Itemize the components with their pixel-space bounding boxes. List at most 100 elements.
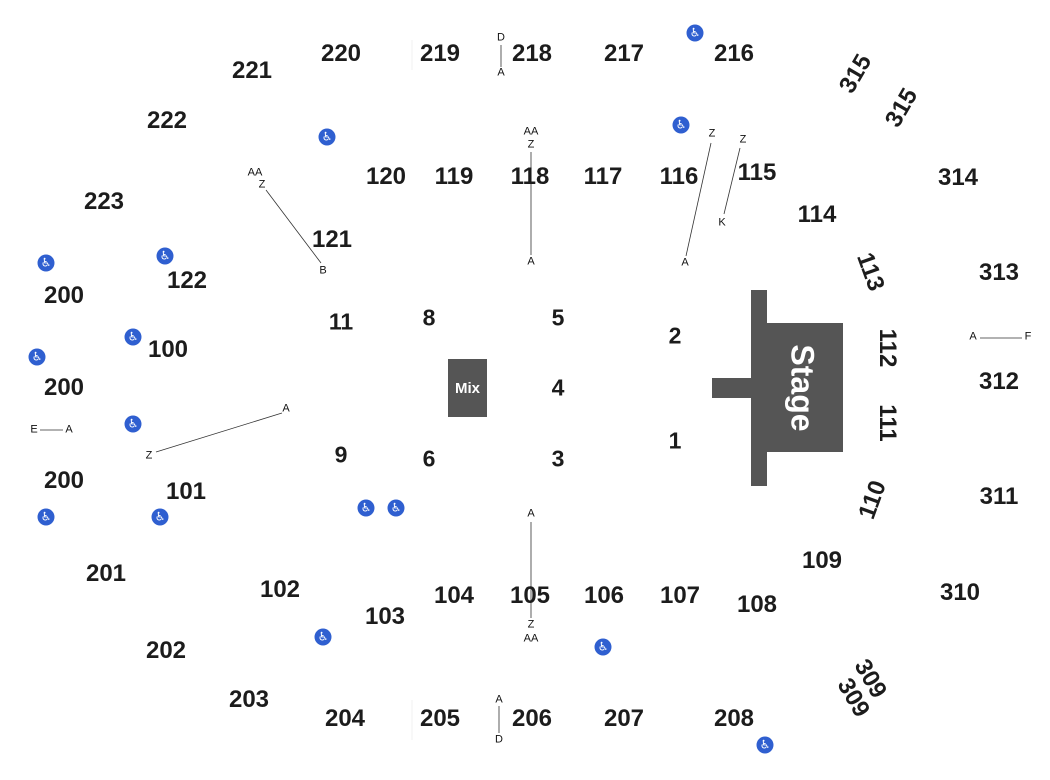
section-100[interactable]: 100 [147, 336, 189, 363]
section-310[interactable]: 310 [939, 579, 981, 606]
row-label-115-z: Z [739, 133, 747, 146]
row-label-118-aa: AA [523, 125, 539, 138]
row-label-121-b: B [319, 264, 327, 277]
section-218[interactable]: 218 [511, 40, 553, 67]
wheelchair-icon[interactable] [151, 508, 169, 526]
wheelchair-icon[interactable] [387, 499, 405, 517]
row-label-105-aa: AA [523, 632, 539, 645]
section-216[interactable]: 216 [713, 40, 755, 67]
wheelchair-icon[interactable] [124, 328, 142, 346]
section-221[interactable]: 221 [231, 57, 273, 84]
section-119[interactable]: 119 [434, 163, 474, 190]
row-label-218-last: A [497, 66, 505, 79]
row-label-118-a: A [527, 255, 535, 268]
section-208[interactable]: 208 [713, 705, 755, 732]
row-label-105-z: Z [527, 618, 535, 631]
section-118[interactable]: 118 [510, 163, 550, 190]
wheelchair-icon[interactable] [37, 254, 55, 272]
wheelchair-icon[interactable] [124, 415, 142, 433]
section-112[interactable]: 112 [874, 328, 901, 368]
section-312[interactable]: 312 [978, 368, 1020, 395]
section-219[interactable]: 219 [419, 40, 461, 67]
row-label-121-aa: AA [247, 166, 263, 179]
section-202[interactable]: 202 [145, 637, 187, 664]
section-106[interactable]: 106 [583, 582, 625, 609]
section-200-upper[interactable]: 200 [43, 282, 85, 309]
floor-section-2[interactable]: 2 [668, 322, 682, 349]
row-label-312-f: F [1024, 330, 1032, 343]
section-314[interactable]: 314 [937, 164, 979, 191]
row-label-101-z: Z [145, 449, 153, 462]
mix-booth: Mix [448, 359, 487, 417]
section-103[interactable]: 103 [364, 603, 406, 630]
section-105[interactable]: 105 [509, 582, 551, 609]
wheelchair-icon[interactable] [756, 736, 774, 754]
section-111[interactable]: 111 [874, 404, 901, 442]
section-200-lower[interactable]: 200 [43, 467, 85, 494]
row-label-116-z: Z [708, 127, 716, 140]
stage-platform [712, 290, 843, 486]
floor-section-6[interactable]: 6 [422, 445, 436, 472]
row-line-121 [265, 189, 322, 264]
mix-label: Mix [454, 379, 480, 397]
row-label-206-last: D [495, 733, 503, 746]
section-116[interactable]: 116 [659, 163, 699, 190]
row-label-105-a: A [527, 507, 535, 520]
floor-section-5[interactable]: 5 [551, 304, 565, 331]
section-200-middle[interactable]: 200 [43, 374, 85, 401]
row-label-200-e: E [30, 423, 38, 436]
wheelchair-icon[interactable] [28, 348, 46, 366]
floor-section-3[interactable]: 3 [551, 445, 565, 472]
floor-section-4[interactable]: 4 [551, 374, 565, 401]
wheelchair-icon[interactable] [672, 116, 690, 134]
stage-label: Stage [784, 344, 821, 432]
row-label-200-a: A [65, 423, 73, 436]
row-line-116 [685, 142, 712, 257]
section-101[interactable]: 101 [165, 478, 207, 505]
section-313[interactable]: 313 [978, 259, 1020, 286]
section-104[interactable]: 104 [433, 582, 475, 609]
section-121[interactable]: 121 [311, 226, 353, 253]
section-117[interactable]: 117 [583, 163, 623, 190]
section-109[interactable]: 109 [801, 547, 843, 574]
section-114[interactable]: 114 [797, 201, 837, 228]
wheelchair-icon[interactable] [314, 628, 332, 646]
section-204[interactable]: 204 [324, 705, 366, 732]
section-201[interactable]: 201 [85, 560, 127, 587]
section-205[interactable]: 205 [419, 705, 461, 732]
row-label-312-a: A [969, 330, 977, 343]
section-115[interactable]: 115 [737, 159, 777, 186]
floor-section-11[interactable]: 11 [328, 308, 354, 335]
floor-section-1[interactable]: 1 [668, 427, 682, 454]
section-122[interactable]: 122 [166, 267, 208, 294]
row-label-118-z: Z [527, 138, 535, 151]
wheelchair-icon[interactable] [686, 24, 704, 42]
wheelchair-icon[interactable] [156, 247, 174, 265]
row-label-116-a: A [681, 256, 689, 269]
section-207[interactable]: 207 [603, 705, 645, 732]
section-222[interactable]: 222 [146, 107, 188, 134]
floor-section-8[interactable]: 8 [422, 304, 436, 331]
section-102[interactable]: 102 [259, 576, 301, 603]
row-line-115 [723, 147, 741, 215]
row-label-206-first: A [495, 693, 503, 706]
wheelchair-icon[interactable] [357, 499, 375, 517]
row-label-115-k: K [718, 216, 726, 229]
wheelchair-icon[interactable] [594, 638, 612, 656]
section-311[interactable]: 311 [979, 483, 1019, 510]
floor-section-9[interactable]: 9 [334, 441, 348, 468]
section-220[interactable]: 220 [320, 40, 362, 67]
section-107[interactable]: 107 [659, 582, 701, 609]
section-206[interactable]: 206 [511, 705, 553, 732]
section-217[interactable]: 217 [603, 40, 645, 67]
wheelchair-icon[interactable] [37, 508, 55, 526]
wheelchair-icon[interactable] [318, 128, 336, 146]
section-203[interactable]: 203 [228, 686, 270, 713]
row-label-121-z: Z [258, 178, 266, 191]
section-120[interactable]: 120 [365, 163, 407, 190]
section-223[interactable]: 223 [83, 188, 125, 215]
row-line-101 [155, 412, 283, 453]
row-label-101-a: A [282, 402, 290, 415]
section-108[interactable]: 108 [736, 591, 778, 618]
